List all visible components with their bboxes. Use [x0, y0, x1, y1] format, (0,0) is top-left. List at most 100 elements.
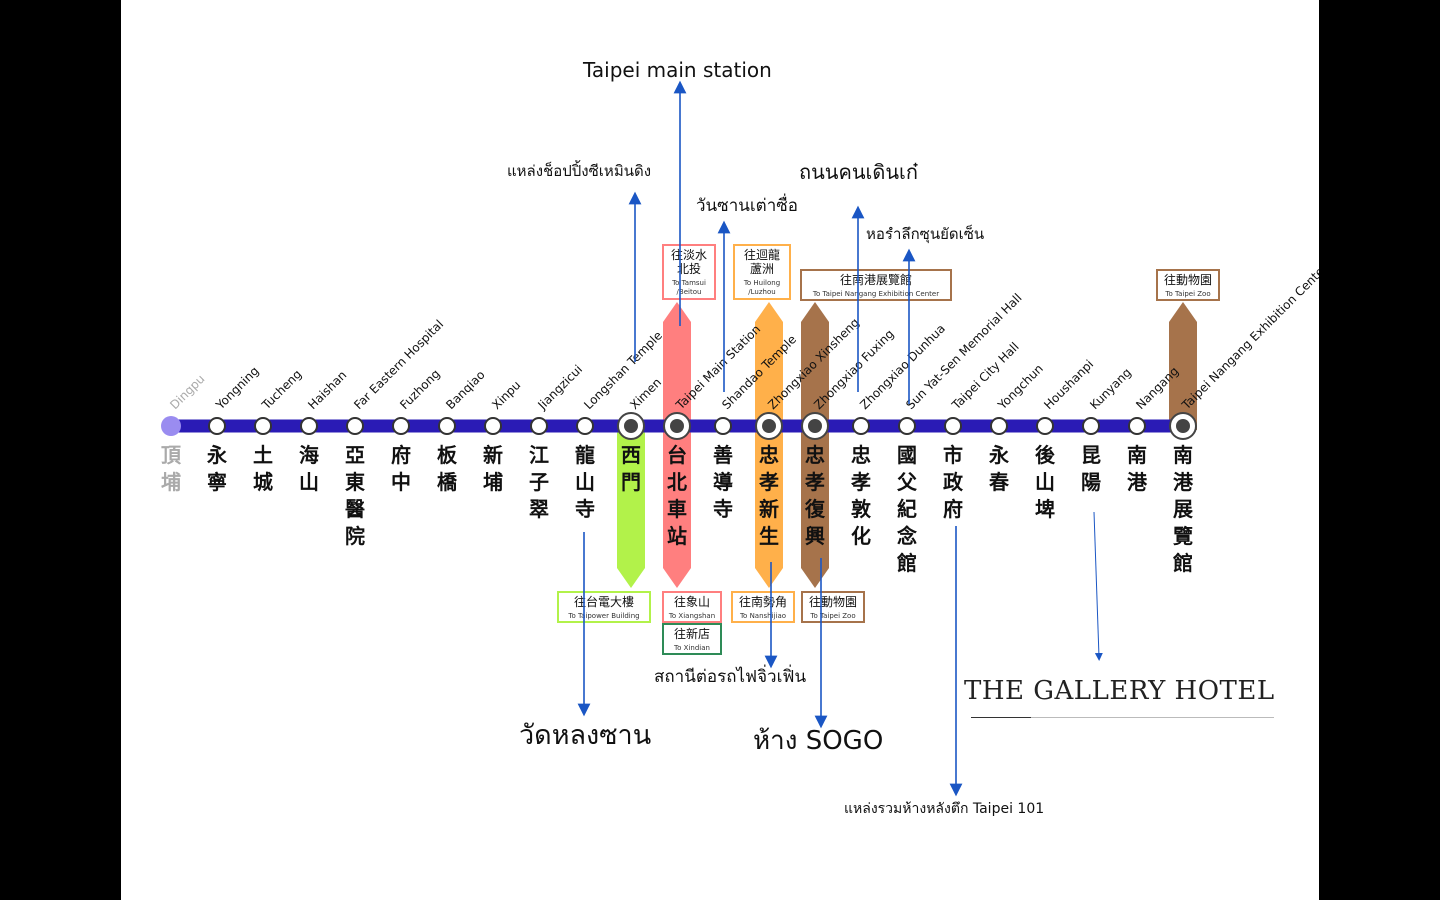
station-name-en: Haishan: [305, 368, 349, 412]
station-name-zh-char: 春: [988, 470, 1010, 494]
zhongxiao-fuxing-transfer-bar: [801, 302, 829, 588]
station-name-zh-char: 孝: [758, 470, 779, 494]
box-zh: 往動物園: [809, 594, 857, 609]
station-name-en: Zhongxiao Dunhua: [857, 321, 948, 412]
annotation-memorial: หอรำลึกซุนยัดเซ็น: [866, 225, 985, 243]
station-name-zh-char: 寺: [575, 497, 595, 521]
dingpu-terminal-dot: [161, 416, 181, 436]
annotation-longshan: วัดหลงซาน: [519, 720, 652, 751]
station-name-zh-char: 寧: [207, 470, 227, 494]
box-border: [733, 244, 791, 300]
box-zh: 往台電大樓: [574, 594, 634, 609]
station-name-en: Longshan Temple: [581, 328, 665, 412]
annotation-shandao: วันซานเต่าซื่อ: [696, 196, 799, 216]
station-name-zh-char: 孝: [804, 470, 825, 494]
station-marker: [898, 417, 916, 435]
station-name-zh-char: 山: [575, 470, 595, 494]
station-name-zh-char: 府: [943, 497, 963, 521]
station-name-zh-char: 紀: [897, 497, 917, 521]
station-name-zh-char: 復: [804, 497, 826, 521]
station-name-zh-char: 念: [897, 524, 917, 548]
station-name-zh-char: 江: [529, 443, 549, 467]
station-name-en: Dingpu: [167, 372, 207, 412]
station-name-zh-char: 龍: [575, 443, 595, 467]
station-name-zh-char: 山: [1035, 470, 1055, 494]
station-name-zh-char: 昆: [1081, 443, 1101, 467]
station-name-en: Kunyang: [1087, 365, 1134, 412]
station-name-zh-char: 埔: [161, 470, 181, 494]
ximen-transfer-bar: [617, 426, 645, 588]
box-zh: 往南勢角: [739, 594, 787, 609]
station-name-zh-char: 車: [667, 497, 687, 521]
box-zh: 往淡水: [671, 247, 707, 262]
station-name-zh-char: 市: [943, 443, 963, 467]
box-zh: 蘆洲: [750, 262, 774, 276]
box-en: /Beitou: [677, 288, 702, 296]
transfer-station-marker-core: [808, 419, 822, 433]
mrt-route-map: Dingpu頂埔Yongning永寧Tucheng土城Haishan海山Far …: [161, 80, 1319, 797]
station-marker: [300, 417, 318, 435]
station-name-zh-char: 門: [621, 470, 641, 494]
station-name-zh-char: 化: [851, 524, 871, 548]
station-name-zh-char: 北: [667, 470, 687, 494]
station-name-zh-char: 院: [345, 524, 365, 548]
station-name-zh-char: 南: [1173, 443, 1193, 467]
box-to-taipei-zoo-bottom: 往動物園 To Taipei Zoo: [801, 591, 865, 623]
station-name-zh-char: 海: [299, 443, 319, 467]
box-en: To Xiangshan: [668, 612, 715, 620]
box-to-taipower-building: 往台電大樓 To Taipower Building: [557, 591, 651, 623]
station-name-zh-char: 西: [621, 443, 641, 467]
station-name-zh-char: 展: [1173, 497, 1193, 521]
station-name-zh-char: 孝: [850, 470, 871, 494]
box-en: To Xindian: [673, 644, 710, 652]
annotation-arrows: [577, 80, 1103, 797]
station-name-en: Yongchun: [995, 361, 1046, 412]
station-name-en: Tucheng: [259, 367, 305, 413]
station-marker: [990, 417, 1008, 435]
annotation-taipei-main: Taipei main station: [583, 58, 772, 82]
box-zh: 往迴龍: [744, 247, 780, 262]
annotation-jiufen: สถานีต่อรถไฟจิ่วเฟิ่น: [654, 667, 807, 687]
station-name-zh-char: 興: [805, 524, 825, 548]
box-to-xiangshan: 往象山 To Xiangshan: [662, 591, 722, 623]
station-name-zh-char: 後: [1035, 443, 1056, 467]
station-name-en: Yongning: [213, 364, 262, 413]
box-en: To Taipower Building: [567, 612, 639, 620]
station-name-zh-char: 東: [345, 470, 365, 494]
station-marker: [254, 417, 272, 435]
box-zh: 北投: [677, 261, 701, 276]
station-name-zh-char: 醫: [345, 497, 365, 521]
station-name-zh-char: 覽: [1173, 524, 1193, 548]
station-name-zh-char: 忠: [805, 443, 825, 467]
station-name-zh-char: 國: [897, 443, 917, 467]
station-name-zh-char: 永: [206, 443, 227, 467]
station-name-zh-char: 忠: [759, 443, 779, 467]
station-name-zh-char: 忠: [851, 443, 871, 467]
box-en: To Taipei Zoo: [809, 612, 855, 620]
station-name-zh-char: 城: [253, 470, 273, 494]
station-name-zh-char: 板: [437, 443, 458, 467]
station-name-zh-char: 港: [1127, 470, 1148, 494]
annotation-ximending: แหล่งช็อปปิ้งซีเหมินดิง: [507, 162, 652, 180]
transfer-station-marker-core: [762, 419, 776, 433]
station-name-en: Ximen: [627, 375, 664, 412]
station-name-zh-char: 館: [897, 551, 917, 575]
box-border: [801, 591, 865, 623]
box-zh: 往動物園: [1164, 272, 1212, 287]
box-zh: 往象山: [674, 594, 710, 609]
transfer-station-marker-core: [1176, 419, 1190, 433]
station-marker: [1036, 417, 1054, 435]
station-name-zh-char: 山: [299, 470, 319, 494]
station-marker: [576, 417, 594, 435]
station-marker: [714, 417, 732, 435]
